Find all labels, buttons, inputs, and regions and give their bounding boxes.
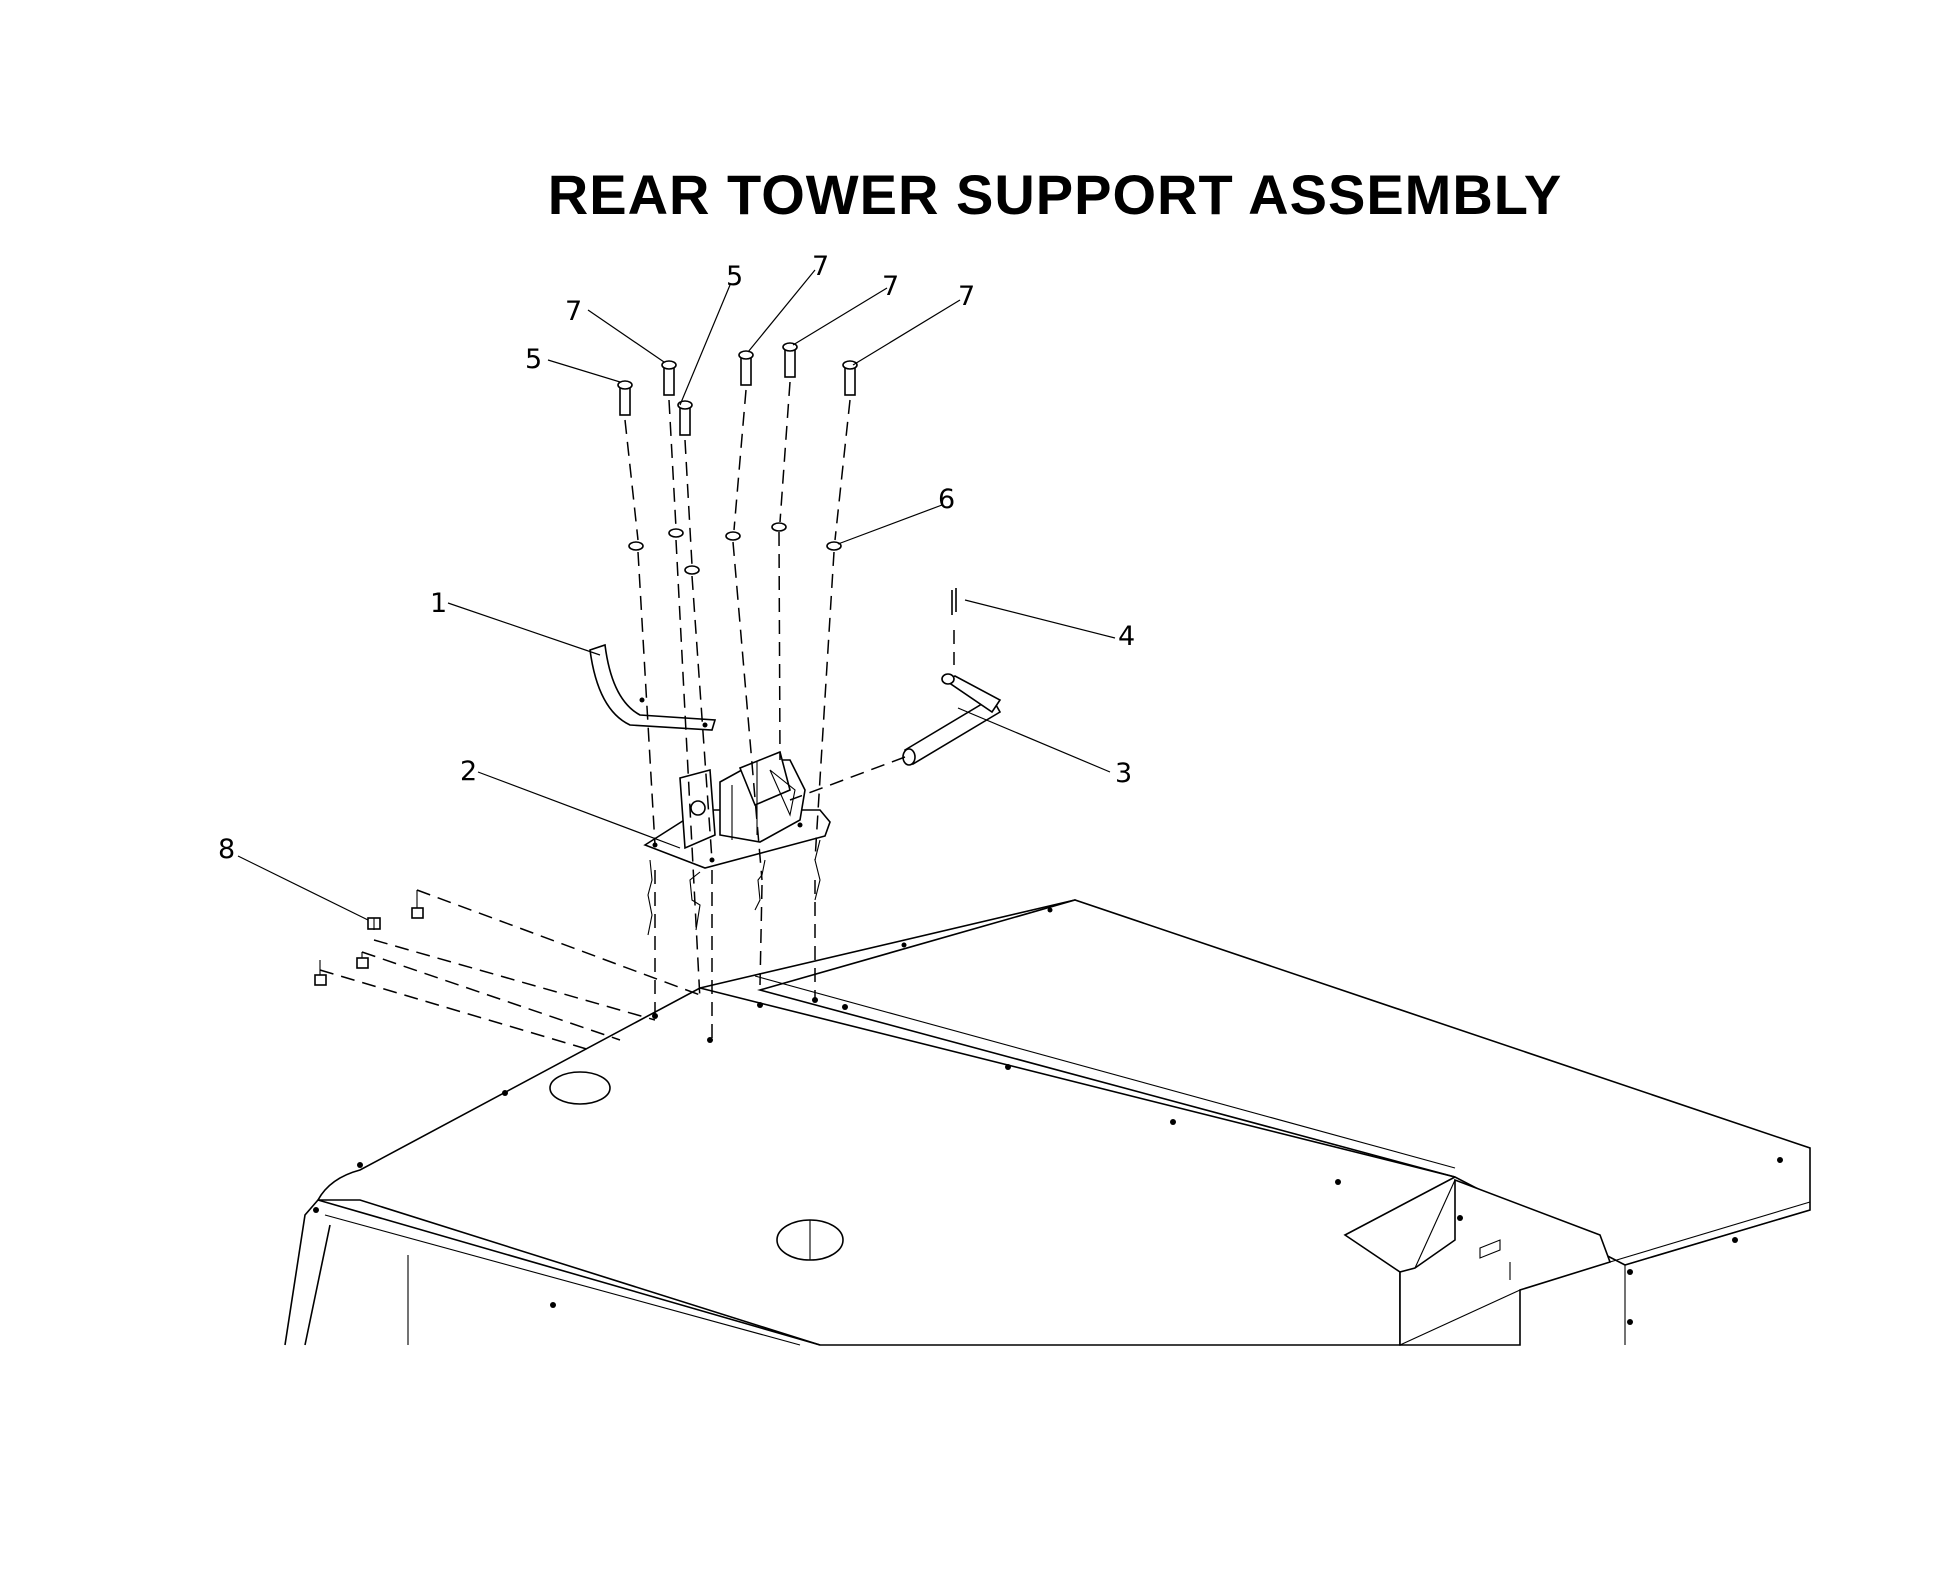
housing-roof bbox=[284, 899, 1811, 1346]
callout-4: 4 bbox=[1118, 621, 1135, 652]
bolt bbox=[738, 350, 754, 386]
bolt bbox=[842, 360, 858, 396]
callout-5: 5 bbox=[726, 261, 743, 292]
callout-labels: 1 2 3 4 5 5 6 7 7 7 7 8 bbox=[218, 251, 1135, 865]
bolt bbox=[782, 342, 798, 378]
washers bbox=[628, 522, 842, 575]
callout-1: 1 bbox=[430, 588, 447, 619]
callout-8: 8 bbox=[218, 834, 235, 865]
leader-lines bbox=[237, 269, 1116, 921]
callout-3: 3 bbox=[1115, 758, 1132, 789]
callout-5: 5 bbox=[525, 344, 542, 375]
bolt bbox=[661, 360, 677, 396]
callout-7: 7 bbox=[812, 251, 829, 282]
callout-2: 2 bbox=[460, 756, 477, 787]
retainer-rod bbox=[951, 588, 957, 665]
diagram-title: REAR TOWER SUPPORT ASSEMBLY bbox=[547, 163, 1563, 226]
tower-support-bracket bbox=[643, 750, 831, 936]
handle-bar bbox=[589, 643, 717, 731]
assembly-lines bbox=[319, 381, 906, 1051]
callout-7: 7 bbox=[565, 296, 582, 327]
tower-pin bbox=[902, 673, 1002, 766]
callout-7: 7 bbox=[882, 271, 899, 302]
bolt bbox=[617, 380, 633, 416]
callout-7: 7 bbox=[958, 281, 975, 312]
bolt bbox=[677, 400, 693, 436]
callout-6: 6 bbox=[938, 484, 955, 515]
bolts bbox=[617, 342, 858, 436]
